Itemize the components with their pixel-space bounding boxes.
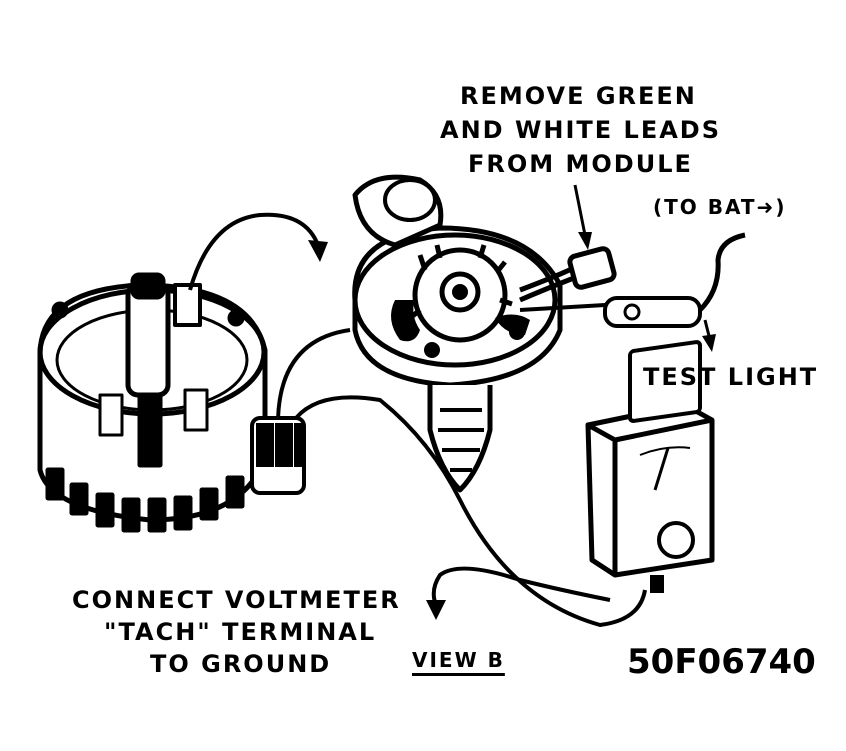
voltmeter-leads (276, 328, 647, 628)
remove-leads-label-line-3: FROM MODULE (468, 150, 693, 178)
connect-voltmeter-label-line-1: CONNECT VOLTMETER (72, 586, 401, 614)
test-light (519, 232, 746, 352)
voltmeter (585, 340, 715, 593)
connect-voltmeter-label-line-2: "TACH" TERMINAL (104, 618, 377, 646)
connector-block (250, 416, 306, 495)
connect-voltmeter-label-line-3: TO GROUND (150, 650, 332, 678)
module-leads (519, 184, 617, 303)
removal-arrow (188, 212, 328, 291)
distributor-cap (37, 272, 268, 533)
view-label: VIEW B (412, 648, 505, 672)
test-light-label: TEST LIGHT (643, 363, 819, 391)
to-battery-label: (TO BAT➜) (653, 195, 787, 219)
remove-leads-label-line-2: AND WHITE LEADS (440, 116, 722, 144)
distributor-body (352, 174, 563, 493)
figure-id: 50F06740 (627, 642, 816, 682)
remove-leads-label-line-1: REMOVE GREEN (460, 82, 697, 110)
